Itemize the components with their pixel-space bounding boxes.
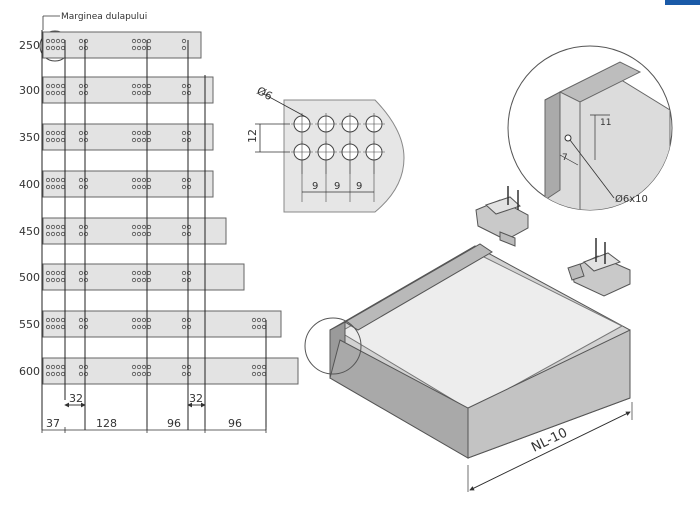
rail-holes-front — [45, 224, 66, 237]
rail-holes-b — [131, 177, 152, 190]
rail-group: 250 300 350 400 450 500 550 600 — [19, 31, 299, 385]
rail-350: 350 — [19, 123, 214, 151]
rail-length-label: 600 — [19, 365, 40, 378]
corner-dim-7: 7 — [562, 153, 568, 163]
bore-label: Ø6x10 — [615, 193, 648, 205]
rail-holes-b — [131, 224, 152, 237]
rail-holes-a — [78, 224, 89, 237]
rail-holes-b — [131, 83, 152, 96]
hole-detail: 12 Ø6 9 9 9 — [246, 84, 405, 213]
rail-holes-a — [78, 130, 89, 143]
rail-holes-front — [45, 364, 66, 377]
rail-550: 550 — [19, 310, 282, 338]
drawer-illustration: NL-10 — [304, 243, 633, 492]
pitch-1: 9 — [312, 181, 318, 192]
rail-holes-c — [181, 130, 192, 143]
clip-left — [475, 186, 529, 247]
rail-holes-c — [181, 38, 187, 51]
rail-length-label: 300 — [19, 84, 40, 97]
rail-400: 400 — [19, 170, 214, 198]
rail-length-label: 450 — [19, 225, 40, 238]
detail-holes — [291, 113, 385, 202]
rail-length-label: 250 — [19, 39, 40, 52]
pitch-3: 9 — [356, 181, 362, 192]
rail-holes-front — [45, 38, 66, 51]
row-spacing-label: 12 — [246, 129, 259, 143]
caption-label: Marginea dulapului — [61, 12, 147, 22]
rail-length-label: 400 — [19, 178, 40, 191]
rail-length-label: 350 — [19, 131, 40, 144]
accent-bar — [665, 0, 700, 5]
rail-450: 450 — [19, 217, 227, 245]
dim-96-b: 96 — [228, 417, 242, 430]
rail-holes-a — [78, 270, 89, 283]
dim-37: 37 — [46, 417, 60, 430]
rail-length-label: 550 — [19, 318, 40, 331]
rail-length-label: 500 — [19, 271, 40, 284]
dim-128: 128 — [96, 417, 117, 430]
rail-300: 300 — [19, 76, 214, 104]
rail-holes-c — [181, 177, 192, 190]
corner-detail: 11 7 Ø6x10 — [507, 45, 673, 211]
rail-holes-a — [78, 83, 89, 96]
corner-dim-11: 11 — [600, 118, 611, 128]
rail-250: 250 — [19, 31, 202, 59]
rail-holes-c — [181, 364, 192, 377]
reference-lines — [41, 30, 267, 430]
pitch-2: 9 — [334, 181, 340, 192]
rail-holes-b — [131, 270, 152, 283]
rail-holes-c — [181, 270, 192, 283]
bottom-dims: 37 128 96 96 — [41, 417, 267, 433]
rail-holes-a — [78, 177, 89, 190]
rail-holes-c — [181, 224, 192, 237]
offset-dim-2: 32 — [189, 392, 203, 405]
rail-holes-a — [78, 317, 89, 330]
diameter-leader — [261, 92, 307, 118]
rail-holes-a — [78, 38, 89, 51]
offset-dims: 32 32 — [64, 392, 206, 408]
rail-holes-front — [45, 270, 66, 283]
clip-right — [567, 238, 631, 297]
rail-500: 500 — [19, 263, 245, 291]
rail-holes-c — [181, 317, 192, 330]
hole-diameter-label: Ø6 — [255, 84, 275, 103]
dim-96-a: 96 — [167, 417, 181, 430]
offset-dim-1: 32 — [69, 392, 83, 405]
rail-600: 600 — [19, 357, 299, 385]
rail-holes-c — [181, 83, 192, 96]
rail-holes-a — [78, 364, 89, 377]
